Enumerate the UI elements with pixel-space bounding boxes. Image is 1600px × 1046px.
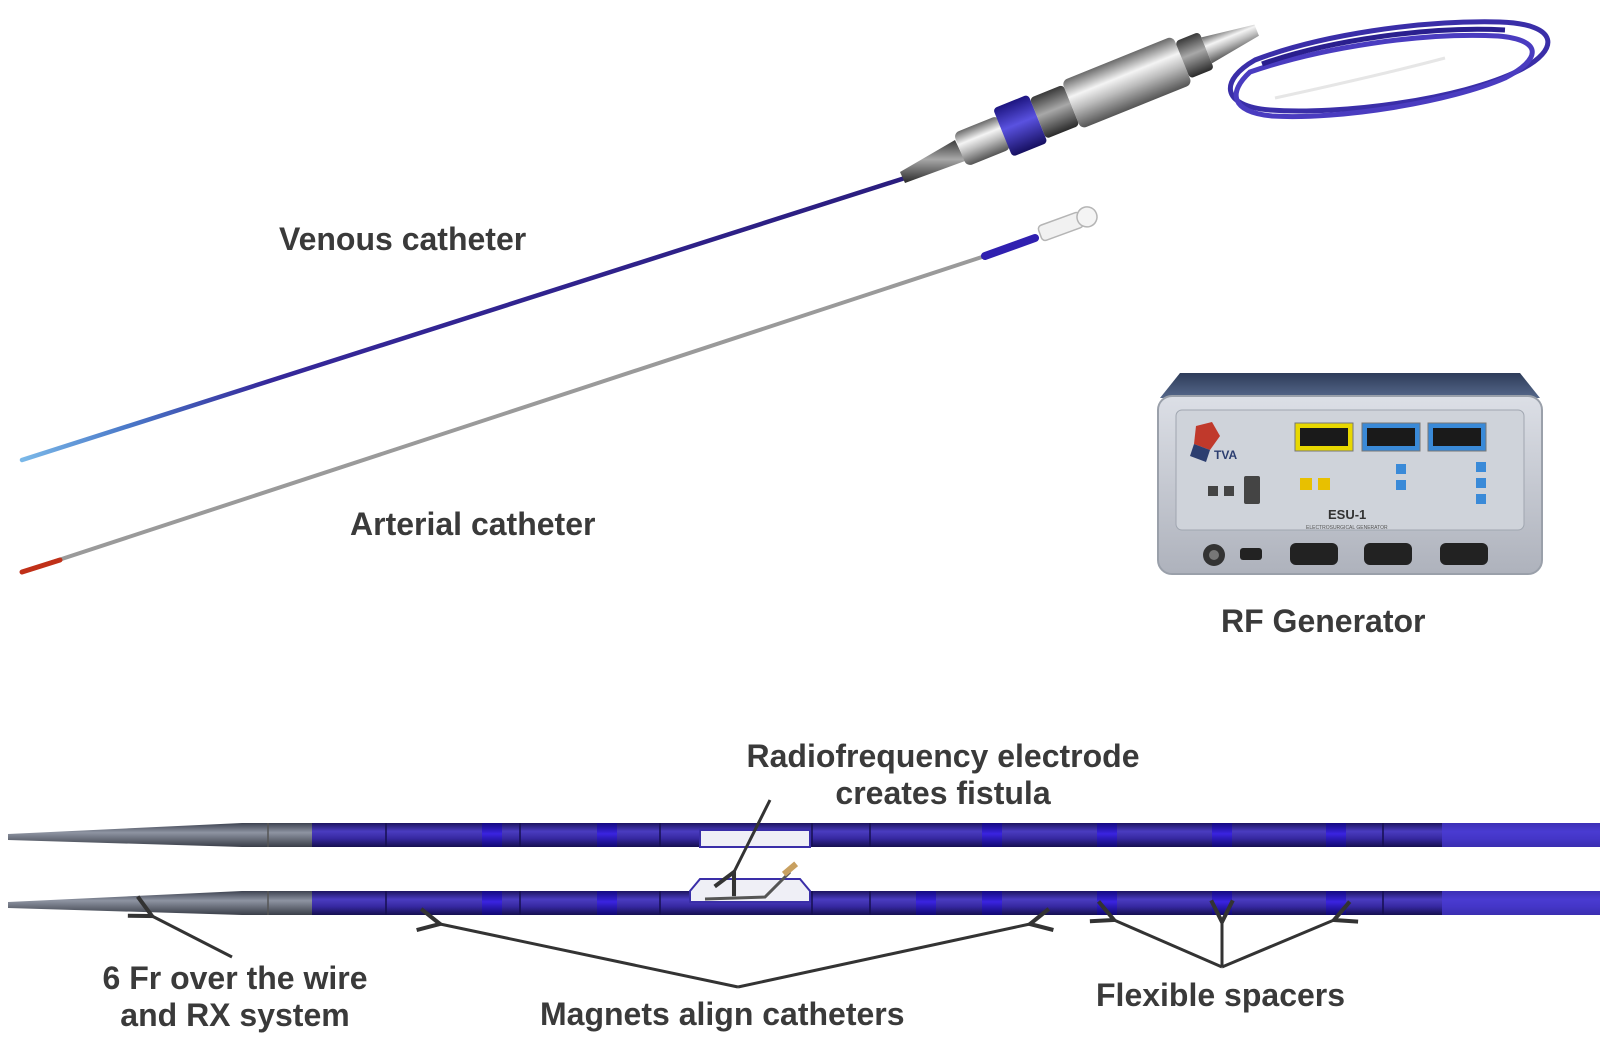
magnets-label: Magnets align catheters: [540, 996, 905, 1032]
magnetic-catheter-upper: [8, 823, 1600, 848]
rf-generator-label: RF Generator: [1221, 603, 1426, 639]
spacers-label: Flexible spacers: [1096, 977, 1346, 1013]
connector-icon: [1203, 543, 1488, 566]
tva-logo-icon: [1190, 422, 1220, 462]
rf-generator: TVA ESU-1 ELECTROSURGICAL GENERATOR: [1157, 373, 1543, 575]
arterial-catheter-label: Arterial catheter: [350, 506, 596, 542]
catheter-handle: [955, 24, 1259, 165]
device-brand: TVA: [1214, 448, 1237, 462]
luer-hub: [1037, 206, 1098, 242]
display-icon: [1294, 422, 1487, 452]
annotation-arrows: [152, 799, 1334, 989]
over-the-wire-label: 6 Fr over the wire and RX system: [102, 960, 368, 1033]
arterial-catheter: [19, 206, 1098, 575]
magnetic-catheter-lower: [8, 878, 1600, 915]
magnets-upper: [482, 823, 1346, 847]
electrode-label: Radiofrequency electrode creates fistula: [746, 738, 1140, 810]
venous-catheter-label: Venous catheter: [279, 221, 527, 257]
device-model: ESU-1: [1328, 507, 1366, 522]
venous-catheter: [19, 19, 1551, 463]
coiled-cable: [1227, 19, 1551, 119]
rf-electrode: [704, 870, 792, 901]
device-subtitle: ELECTROSURGICAL GENERATOR: [1306, 525, 1388, 531]
